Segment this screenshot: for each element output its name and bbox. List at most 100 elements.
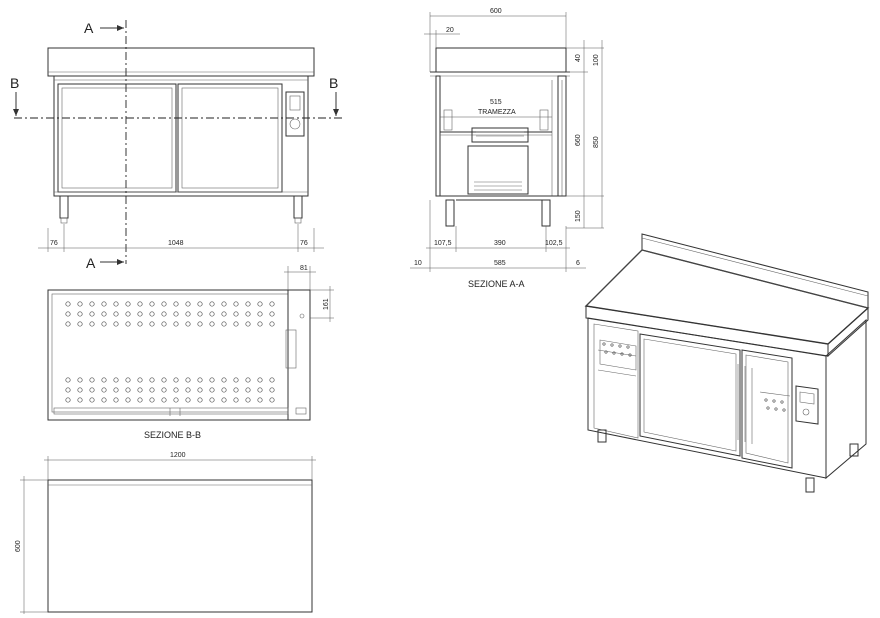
perforation-hole xyxy=(233,387,239,393)
perforation-hole xyxy=(125,321,131,327)
perforation-hole xyxy=(65,397,71,403)
top-view: 1200 600 xyxy=(15,452,316,614)
dim-aa-h3: 660 xyxy=(575,134,582,146)
perforation-hole xyxy=(233,311,239,317)
perforation-holes xyxy=(65,301,275,403)
perforation-hole xyxy=(113,397,119,403)
dim-bb-d1: 81 xyxy=(300,265,308,272)
perforation-hole xyxy=(173,387,179,393)
perforation-hole xyxy=(149,301,155,307)
perforation-hole xyxy=(257,301,263,307)
perforation-hole xyxy=(245,397,251,403)
iso-perforation-hole xyxy=(782,408,786,412)
iso-perforation-hole xyxy=(618,344,622,348)
perforation-hole xyxy=(125,311,131,317)
perforation-hole xyxy=(149,321,155,327)
perforation-hole xyxy=(185,311,191,317)
perforation-hole xyxy=(161,377,167,383)
perforation-hole xyxy=(173,311,179,317)
perforation-hole xyxy=(269,377,275,383)
perforation-hole xyxy=(161,387,167,393)
perforation-hole xyxy=(89,311,95,317)
perforation-hole xyxy=(185,387,191,393)
perforation-hole xyxy=(77,321,83,327)
perforation-hole xyxy=(233,397,239,403)
perforation-hole xyxy=(89,397,95,403)
perforation-hole xyxy=(77,301,83,307)
dim-aa-h1: 40 xyxy=(575,54,582,62)
perforation-hole xyxy=(89,321,95,327)
perforation-hole xyxy=(233,377,239,383)
dim-aa-h4: 850 xyxy=(593,136,600,148)
iso-perforation-hole xyxy=(612,351,616,355)
perforation-hole xyxy=(209,321,215,327)
iso-perforation-hole xyxy=(610,343,614,347)
iso-perforation-hole xyxy=(620,352,624,356)
perforation-hole xyxy=(101,387,107,393)
perforation-hole xyxy=(137,387,143,393)
perforation-hole xyxy=(185,321,191,327)
perforation-hole xyxy=(197,311,203,317)
perforation-hole xyxy=(77,377,83,383)
perforation-hole xyxy=(209,397,215,403)
perforation-hole xyxy=(113,377,119,383)
perforation-hole xyxy=(209,311,215,317)
perforation-hole xyxy=(89,301,95,307)
perforation-hole xyxy=(125,387,131,393)
perforation-hole xyxy=(65,377,71,383)
perforation-hole xyxy=(245,377,251,383)
perforation-hole xyxy=(221,387,227,393)
perforation-hole xyxy=(161,397,167,403)
perforation-hole xyxy=(197,397,203,403)
dim-aa-base: 585 xyxy=(494,260,506,267)
section-aa-view: 600 20 515 TRAMEZZA 40 100 660 850 150 1… xyxy=(410,8,604,289)
perforation-hole xyxy=(269,301,275,307)
cut-label-b-right: B xyxy=(329,75,338,91)
perforation-hole xyxy=(77,387,83,393)
dim-bb-d2: 161 xyxy=(323,298,330,310)
perforation-hole xyxy=(221,397,227,403)
iso-perforation-holes xyxy=(602,342,786,412)
perforation-hole xyxy=(161,301,167,307)
isometric-view xyxy=(584,233,870,493)
dim-aa-width: 600 xyxy=(490,8,502,15)
iso-perforation-hole xyxy=(774,407,778,411)
perforation-hole xyxy=(221,301,227,307)
perforation-hole xyxy=(173,397,179,403)
dim-front-left: 76 xyxy=(50,240,58,247)
perforation-hole xyxy=(149,377,155,383)
perforation-hole xyxy=(161,321,167,327)
perforation-hole xyxy=(209,301,215,307)
perforation-hole xyxy=(245,321,251,327)
perforation-hole xyxy=(185,397,191,403)
dim-aa-h2: 100 xyxy=(593,54,600,66)
iso-perforation-hole xyxy=(626,345,630,349)
perforation-hole xyxy=(65,387,71,393)
perforation-hole xyxy=(221,377,227,383)
dim-aa-inner: 515 xyxy=(490,99,502,106)
section-bb-view: 81 161 SEZIONE B-B xyxy=(47,265,334,440)
perforation-hole xyxy=(257,311,263,317)
dim-aa-h5: 150 xyxy=(575,210,582,222)
perforation-hole xyxy=(65,301,71,307)
perforation-hole xyxy=(113,321,119,327)
perforation-hole xyxy=(113,311,119,317)
perforation-hole xyxy=(65,321,71,327)
perforation-hole xyxy=(113,301,119,307)
perforation-hole xyxy=(149,387,155,393)
perforation-hole xyxy=(197,377,203,383)
dim-aa-top: 20 xyxy=(446,27,454,34)
perforation-hole xyxy=(137,397,143,403)
perforation-hole xyxy=(197,321,203,327)
perforation-hole xyxy=(269,387,275,393)
perforation-hole xyxy=(149,311,155,317)
dim-aa-inner-label: TRAMEZZA xyxy=(478,109,516,116)
perforation-hole xyxy=(257,321,263,327)
perforation-hole xyxy=(221,321,227,327)
perforation-hole xyxy=(101,311,107,317)
perforation-hole xyxy=(161,311,167,317)
perforation-hole xyxy=(233,301,239,307)
perforation-hole xyxy=(101,321,107,327)
iso-perforation-hole xyxy=(780,400,784,404)
